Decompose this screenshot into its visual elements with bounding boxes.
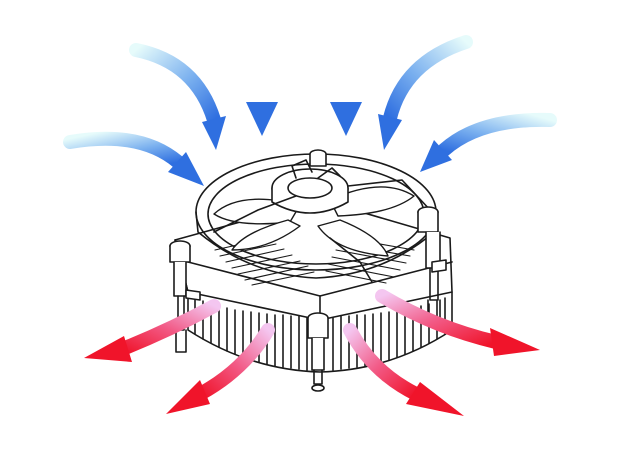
exhaust-arrows bbox=[84, 289, 540, 416]
exhaust-arrow-1 bbox=[84, 299, 221, 362]
push-pin-right bbox=[417, 206, 441, 321]
intake-arrow-6 bbox=[420, 112, 557, 172]
intake-arrow-2 bbox=[246, 15, 278, 136]
intake-arrow-1 bbox=[129, 43, 226, 150]
push-pin-back bbox=[309, 149, 327, 167]
fan-blades bbox=[213, 186, 415, 257]
exhaust-arrow-3 bbox=[343, 323, 464, 416]
cpu-cooler-illustration bbox=[169, 149, 453, 392]
intake-arrow-4 bbox=[378, 35, 473, 150]
intake-arrows bbox=[63, 15, 557, 186]
push-pin-front bbox=[307, 312, 329, 392]
exhaust-arrow-2 bbox=[166, 323, 275, 414]
intake-arrow-5 bbox=[63, 131, 204, 186]
push-pin-mounts bbox=[169, 149, 441, 392]
intake-arrow-3 bbox=[330, 15, 362, 136]
exhaust-arrow-4 bbox=[375, 289, 540, 356]
push-pin-left bbox=[169, 240, 191, 353]
